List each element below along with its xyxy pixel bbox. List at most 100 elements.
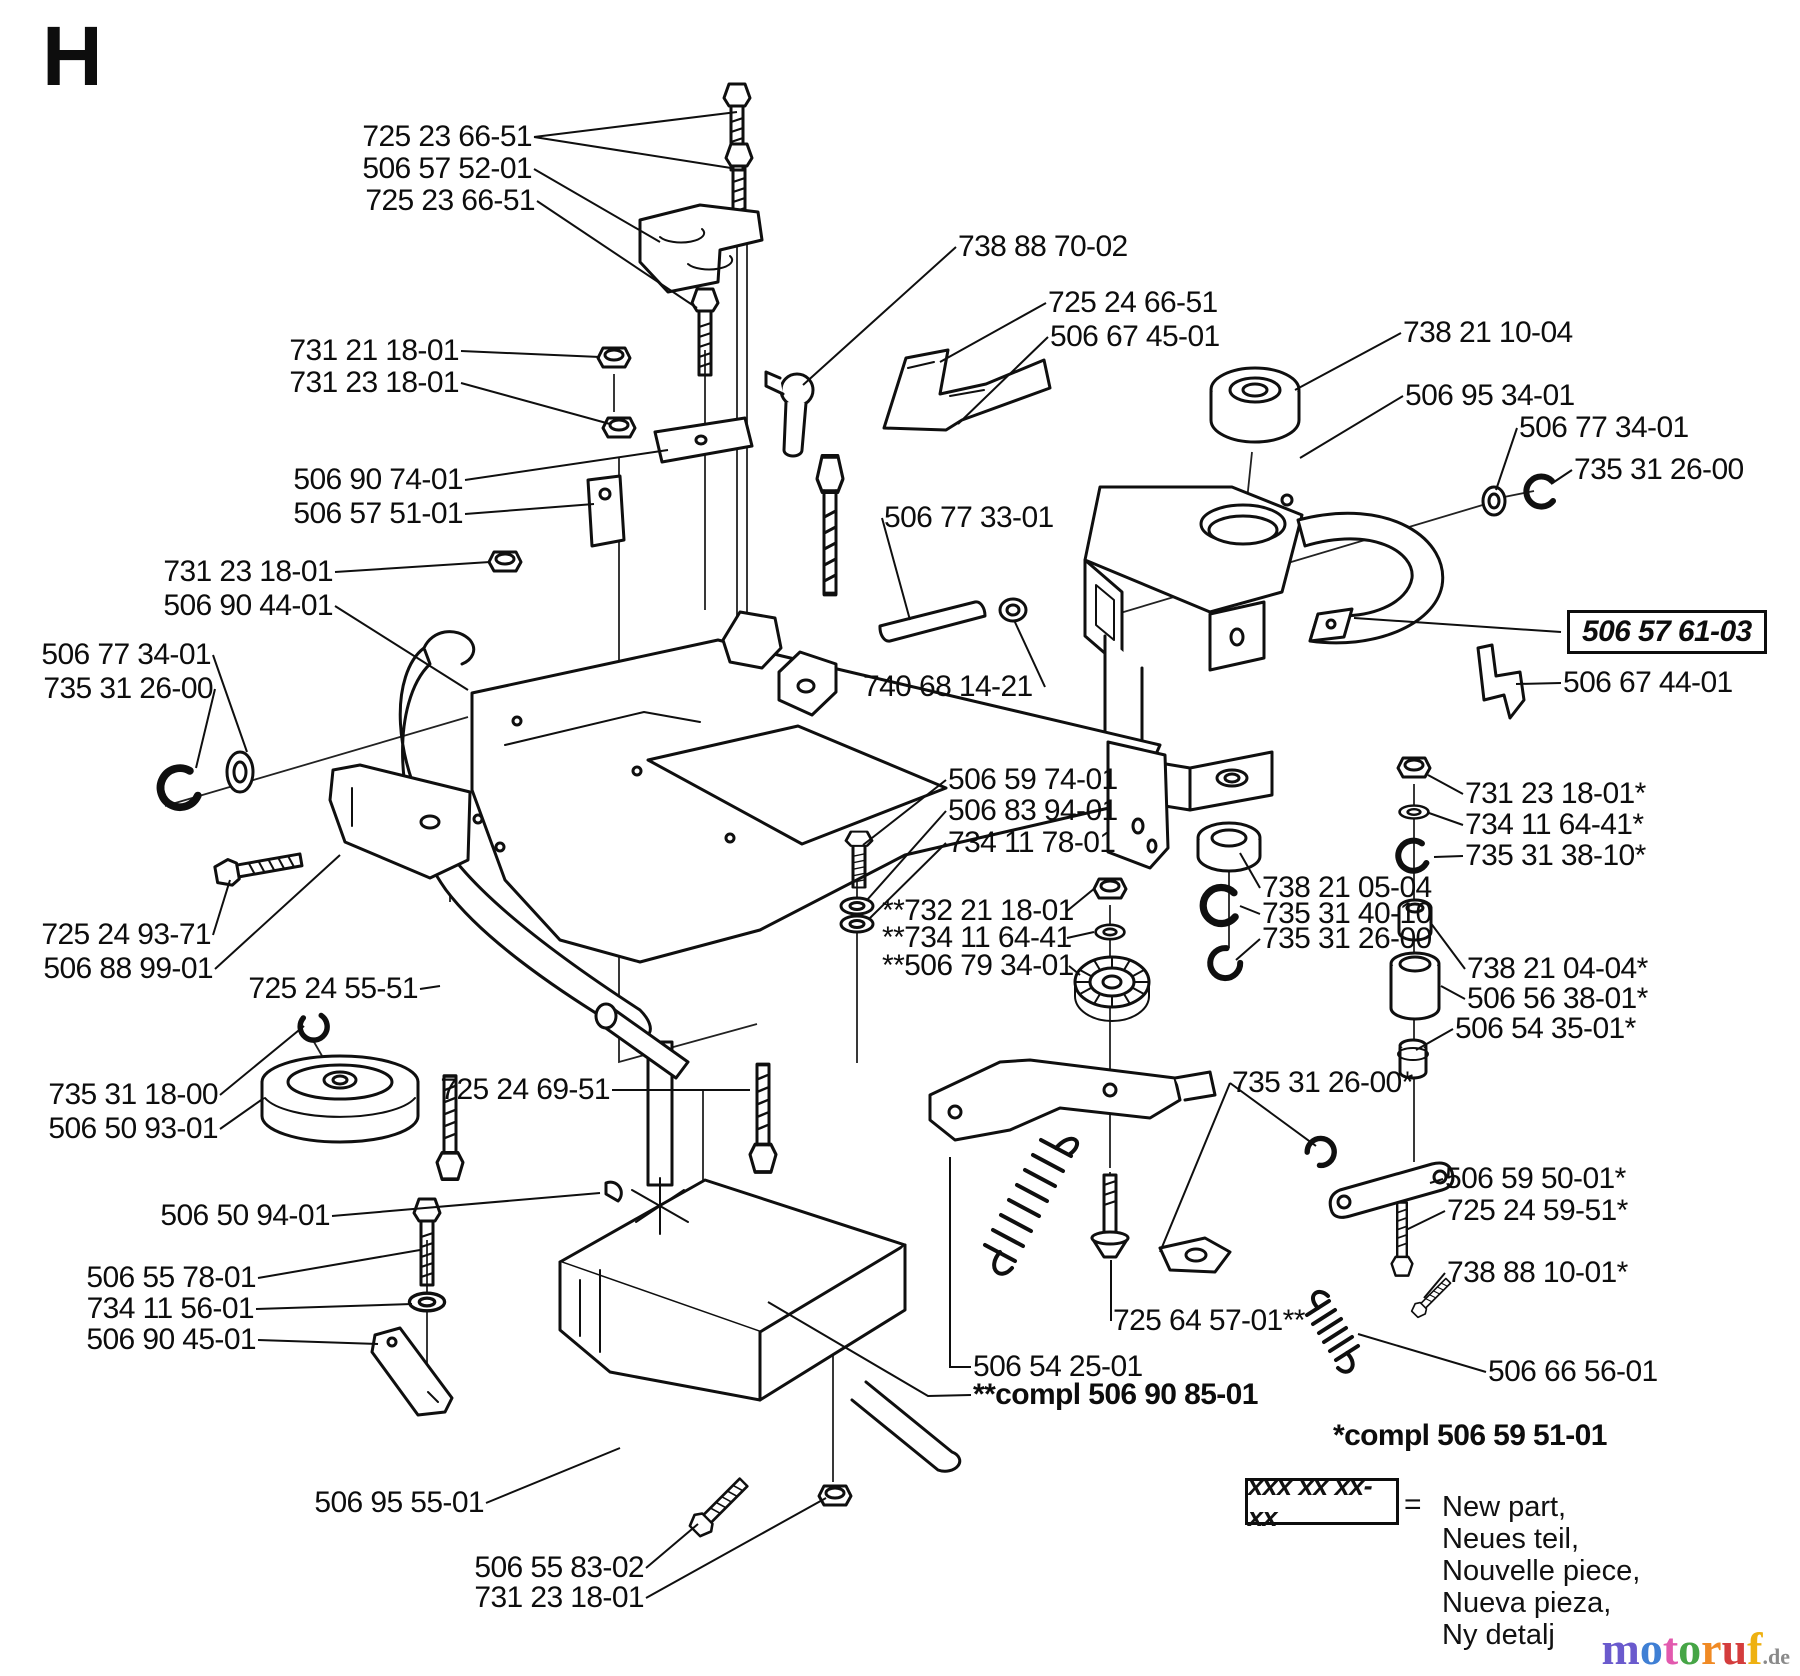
washer-icon [1398, 804, 1430, 820]
part-label: 506 77 33-01 [884, 501, 1054, 534]
part-label: 738 21 10-04 [1403, 316, 1573, 349]
washer-ring [225, 750, 255, 794]
part-label: 506 54 25-01 [973, 1350, 1143, 1383]
part-label: 740 68 14-21 [863, 670, 1033, 703]
leader-lines [195, 111, 1573, 1599]
part-label: 734 11 64-41* [1465, 808, 1644, 841]
legend-pattern-box: xxx xx xx-xx [1245, 1471, 1399, 1532]
part-label: 725 23 66-51 [362, 120, 532, 153]
pivot-block [721, 610, 838, 717]
part-label: 506 50 94-01 [160, 1199, 330, 1232]
washer-icon [1094, 923, 1126, 941]
part-label: 506 90 45-01 [86, 1323, 256, 1356]
part-label: 506 54 35-01* [1455, 1012, 1636, 1045]
watermark-letter: r [1701, 1623, 1722, 1674]
part-label: 506 88 99-01 [43, 952, 213, 985]
part-label: 506 50 93-01 [48, 1112, 218, 1145]
part-label: 738 21 04-04* [1467, 952, 1648, 985]
snap-ring-icon [1204, 944, 1244, 984]
nut-icon [601, 416, 637, 439]
washer-ring [1481, 485, 1507, 517]
part-label: 735 31 26-00* [1232, 1066, 1413, 1099]
lever-arm [1158, 1161, 1455, 1274]
pivot-housing [1083, 485, 1304, 812]
part-label: **734 11 64-41 [882, 921, 1072, 954]
part-label: 725 24 59-51* [1447, 1194, 1628, 1227]
part-label: 506 90 44-01 [163, 589, 333, 622]
legend-line: Nueva pieza, [1442, 1587, 1612, 1619]
legend-translations: New part,Neues teil,Nouvelle piece,Nueva… [1442, 1491, 1640, 1651]
watermark-letter: o [1678, 1623, 1702, 1674]
bolt-icon [685, 1472, 754, 1541]
strap-bracket [370, 1326, 454, 1417]
bolt-icon [1390, 1201, 1414, 1277]
part-label: 506 95 55-01 [314, 1486, 484, 1519]
watermark-letter: t [1662, 1623, 1679, 1674]
clamp-band [1296, 511, 1445, 645]
tension-lever [928, 1058, 1217, 1142]
watermark-letter: u [1721, 1623, 1748, 1674]
part-label: 731 23 18-01 [163, 555, 333, 588]
part-label: 731 23 18-01 [289, 366, 459, 399]
pivot-pin [878, 597, 1028, 643]
nut-icon [817, 1484, 853, 1507]
clamp-fork [882, 348, 1052, 432]
spring-small [1305, 1289, 1360, 1374]
part-label: 735 31 40-10 [1262, 897, 1432, 930]
part-label: **506 79 34-01 [882, 949, 1074, 982]
part-label: 735 31 26-00 [1574, 453, 1744, 486]
part-label: 725 24 55-51 [248, 972, 418, 1005]
part-label: 506 57 51-01 [293, 497, 463, 530]
bearing-small [1196, 821, 1262, 873]
part-label: 735 31 38-10* [1465, 839, 1646, 872]
part-label: 506 55 83-02 [474, 1551, 644, 1584]
pulley [260, 1054, 420, 1144]
part-label: 506 59 74-01 [948, 763, 1118, 796]
washer-icon [839, 896, 875, 916]
part-label: 506 95 34-01 [1405, 379, 1575, 412]
bearing [1209, 366, 1301, 444]
nut-icon [487, 550, 523, 573]
snap-ring-icon [1396, 839, 1427, 873]
motoruf-watermark: motoruf.de [1602, 1626, 1791, 1672]
part-label: 506 67 45-01 [1050, 320, 1220, 353]
new-part-label: 506 57 61-03 [1567, 610, 1767, 654]
part-label: 506 55 78-01 [86, 1261, 256, 1294]
nut-icon [1396, 756, 1432, 779]
part-label: 738 88 10-01* [1447, 1256, 1628, 1289]
parts [156, 82, 1553, 1541]
watermark-letter: o [1639, 1623, 1663, 1674]
part-label: 506 90 74-01 [293, 463, 463, 496]
watermark-letter: m [1601, 1623, 1640, 1674]
part-label: 506 57 52-01 [362, 152, 532, 185]
watermark-suffix: .de [1762, 1644, 1791, 1669]
legend-line: Neues teil, [1442, 1523, 1580, 1555]
spring-large [983, 1136, 1079, 1276]
snap-ring-icon [156, 765, 200, 812]
woodruff-key [604, 1180, 623, 1203]
snap-ring-icon [299, 1015, 328, 1041]
part-label: 506 56 38-01* [1467, 982, 1648, 1015]
part-label: 735 31 18-00 [48, 1078, 218, 1111]
legend-line: Nouvelle piece, [1442, 1555, 1641, 1587]
part-label: 731 23 18-01 [474, 1581, 644, 1614]
legend-line: Ny detalj [1442, 1619, 1555, 1651]
part-label: 731 21 18-01 [289, 334, 459, 367]
part-label: **732 21 18-01 [882, 894, 1074, 927]
part-label: 506 83 94-01 [948, 794, 1118, 827]
ball-joint [764, 370, 815, 458]
part-label: 738 21 05-04 [1262, 871, 1432, 904]
roller-bearing [1397, 898, 1433, 942]
part-label: 725 24 69-51 [440, 1073, 610, 1106]
part-label: 738 88 70-02 [958, 230, 1128, 263]
part-label: 734 11 56-01 [86, 1292, 255, 1325]
part-label: 731 23 18-01* [1465, 777, 1646, 810]
watermark-letter: f [1747, 1623, 1763, 1674]
snap-ring-icon [1304, 1133, 1340, 1169]
part-label: 506 66 56-01 [1488, 1355, 1658, 1388]
bearing-cup [1389, 951, 1441, 1021]
nut-icon [596, 346, 632, 369]
clip [1476, 643, 1526, 720]
